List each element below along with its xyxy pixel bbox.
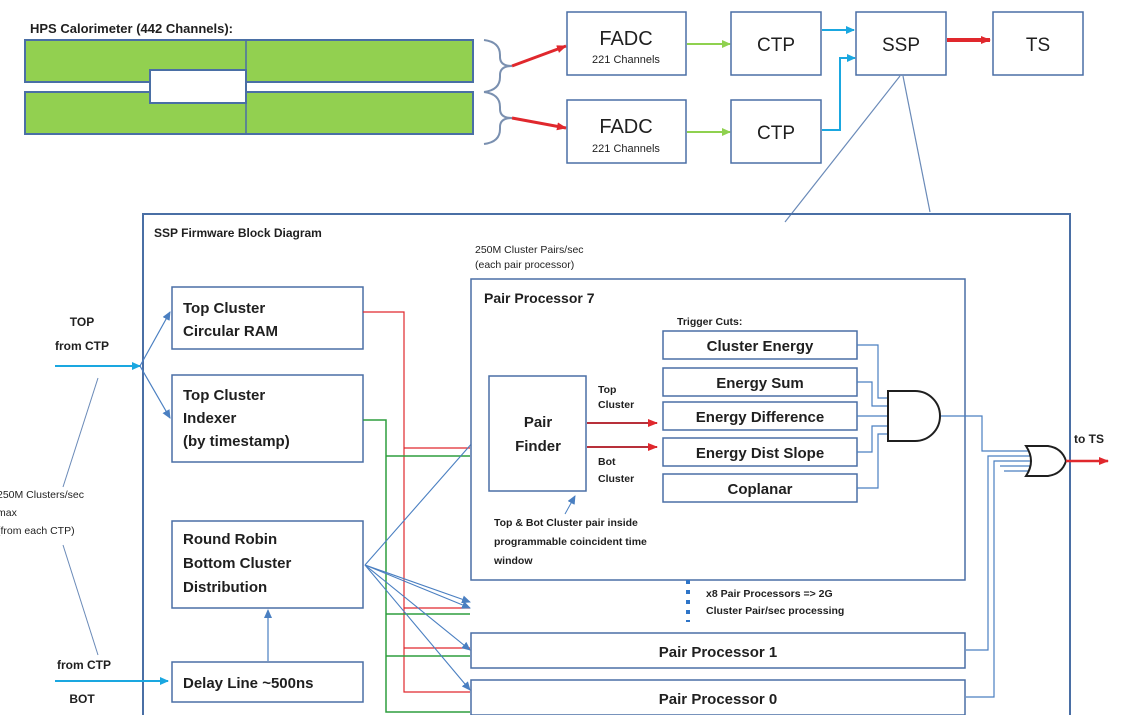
ctp-top-box: CTP xyxy=(730,11,822,76)
trigger-cut-cluster-energy: Cluster Energy xyxy=(662,330,858,360)
window-note-1: Top & Bot Cluster pair inside xyxy=(494,517,638,529)
round-robin-line3: Distribution xyxy=(183,579,267,596)
pair-processor-0: Pair Processor 0 xyxy=(470,679,966,715)
brace-top xyxy=(483,39,513,93)
top-cluster-label-1: Top xyxy=(598,384,616,396)
pp0-label: Pair Processor 0 xyxy=(659,691,777,708)
pp1-label: Pair Processor 1 xyxy=(659,644,777,661)
top-cluster-ram-box: Top Cluster Circular RAM xyxy=(171,286,364,350)
fadc-top-box: FADC 221 Channels xyxy=(566,11,687,76)
top-ram-line1: Top Cluster xyxy=(183,300,265,317)
calorimeter-bottom-bar xyxy=(24,91,474,135)
x8-note-1: x8 Pair Processors => 2G xyxy=(706,588,833,600)
or-gate-icon xyxy=(1024,445,1068,477)
ts-label: TS xyxy=(1026,35,1050,56)
and-gate-icon xyxy=(887,390,941,442)
rate-note-1: 250M Cluster Pairs/sec xyxy=(475,244,584,256)
round-robin-line1: Round Robin xyxy=(183,531,277,548)
top-indexer-line3: (by timestamp) xyxy=(183,433,290,450)
cluster-rate-3: (from each CTP) xyxy=(0,525,75,537)
calorimeter-title: HPS Calorimeter (442 Channels): xyxy=(30,21,233,36)
cut-label-2: Energy Difference xyxy=(696,409,824,426)
bot-cluster-label-1: Bot xyxy=(598,456,616,468)
cut-label-1: Energy Sum xyxy=(716,375,804,392)
delay-line-box: Delay Line ~500ns xyxy=(171,661,364,703)
fadc-bottom-box: FADC 221 Channels xyxy=(566,99,687,164)
bot-input-label-1: from CTP xyxy=(57,658,111,672)
rate-note-2: (each pair processor) xyxy=(475,259,574,271)
round-robin-line2: Bottom Cluster xyxy=(183,555,291,572)
top-input-label-1: TOP xyxy=(70,315,94,329)
pair-finder-box: Pair Finder xyxy=(488,375,587,492)
window-note-2: programmable coincident time xyxy=(494,536,647,548)
fadc-top-sub: 221 Channels xyxy=(592,54,660,66)
round-robin-box: Round Robin Bottom Cluster Distribution xyxy=(171,520,364,609)
trigger-cut-coplanar: Coplanar xyxy=(662,473,858,503)
to-ts-label: to TS xyxy=(1074,432,1104,446)
top-cluster-label-2: Cluster xyxy=(598,399,634,411)
trigger-cuts-title: Trigger Cuts: xyxy=(677,316,742,328)
ctp-bottom-box: CTP xyxy=(730,99,822,164)
calorimeter-gap xyxy=(149,69,247,104)
ctp-top-label: CTP xyxy=(757,35,795,56)
ssp-label: SSP xyxy=(882,35,920,56)
cut-label-0: Cluster Energy xyxy=(707,338,814,355)
pp7-label: Pair Processor 7 xyxy=(484,290,595,306)
cut-label-4: Coplanar xyxy=(727,481,792,498)
window-note-3: window xyxy=(493,555,533,567)
brace-bottom xyxy=(483,91,513,145)
bot-cluster-label-2: Cluster xyxy=(598,473,634,485)
delay-line-label: Delay Line ~500ns xyxy=(183,675,314,692)
ssp-firmware-frame xyxy=(142,213,1071,715)
top-indexer-line1: Top Cluster xyxy=(183,387,265,404)
cluster-rate-2: max xyxy=(0,507,18,519)
pair-finder-line2: Finder xyxy=(515,438,561,455)
firmware-title: SSP Firmware Block Diagram xyxy=(154,226,322,240)
top-input-label-2: from CTP xyxy=(55,339,109,353)
cut-label-3: Energy Dist Slope xyxy=(696,445,824,462)
trigger-cut-energy-sum: Energy Sum xyxy=(662,367,858,397)
top-ram-line2: Circular RAM xyxy=(183,323,278,340)
cluster-rate-1: 250M Clusters/sec xyxy=(0,489,84,501)
ctp-bottom-label: CTP xyxy=(757,123,795,144)
fadc-bottom-label: FADC xyxy=(599,116,652,138)
bot-input-label-2: BOT xyxy=(69,692,95,706)
pair-processor-1: Pair Processor 1 xyxy=(470,632,966,669)
top-cluster-indexer-box: Top Cluster Indexer (by timestamp) xyxy=(171,374,364,463)
ts-box: TS xyxy=(992,11,1084,76)
calorimeter-top-bar xyxy=(24,39,474,83)
x8-note-2: Cluster Pair/sec processing xyxy=(706,605,844,617)
fadc-bottom-sub: 221 Channels xyxy=(592,143,660,155)
trigger-cut-energy-difference: Energy Difference xyxy=(662,401,858,431)
ssp-box: SSP xyxy=(855,11,947,76)
pair-finder-line1: Pair xyxy=(524,414,553,431)
trigger-cut-energy-dist-slope: Energy Dist Slope xyxy=(662,437,858,467)
top-indexer-line2: Indexer xyxy=(183,410,237,427)
fadc-top-label: FADC xyxy=(599,28,652,50)
